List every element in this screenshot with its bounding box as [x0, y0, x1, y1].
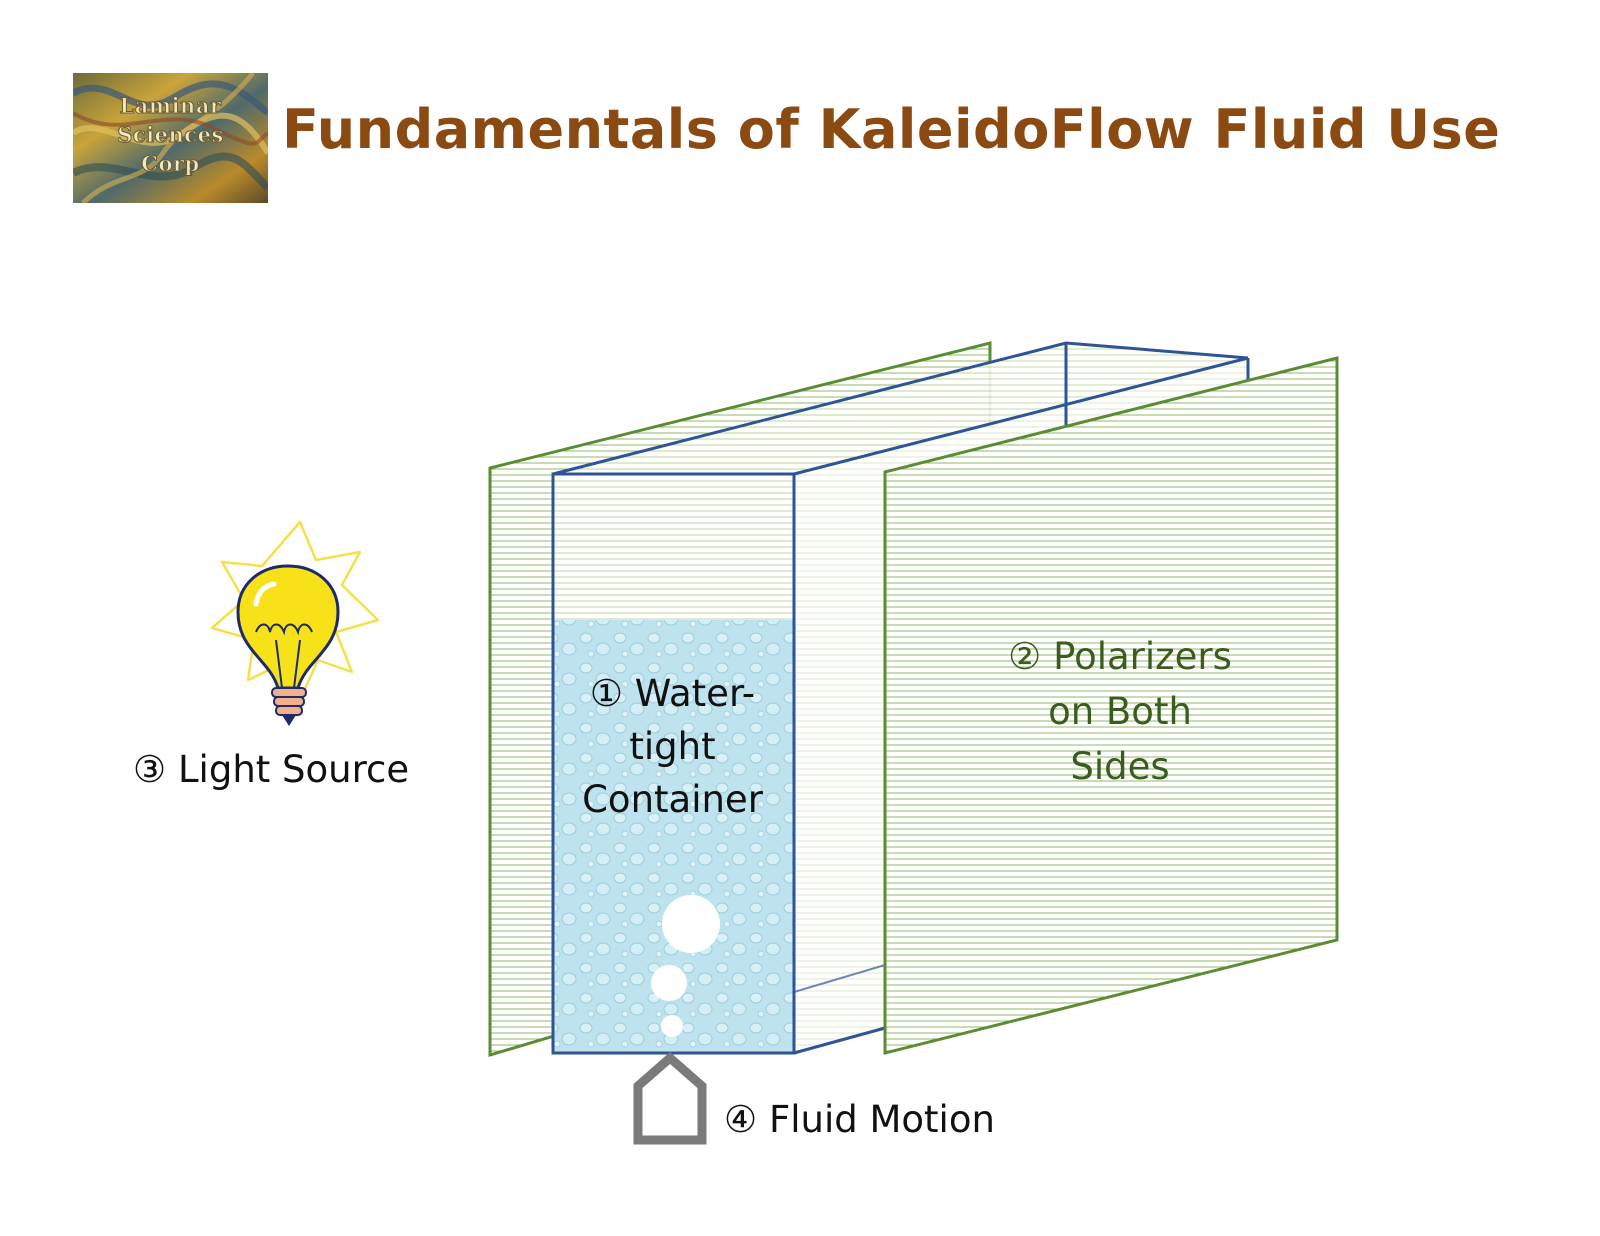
arrow-up-icon	[633, 1052, 707, 1145]
polarizers-marker: ②	[1008, 635, 1042, 678]
page-title: Fundamentals of KaleidoFlow Fluid Use	[282, 98, 1501, 161]
bubble-medium	[651, 965, 687, 1001]
container-marker: ①	[589, 672, 624, 715]
logo-image	[73, 73, 268, 203]
company-logo: Laminar Sciences Corp	[73, 73, 268, 203]
container-line-1: Water-	[634, 672, 756, 715]
container-line-2: tight	[629, 725, 716, 768]
polarizers-line-1: Polarizers	[1053, 635, 1232, 678]
polarizers-line-2: on Both	[1048, 690, 1192, 733]
light-marker: ③	[133, 748, 167, 791]
logo-line-3: Corp	[141, 151, 200, 177]
fluid-motion-label: ④ Fluid Motion	[724, 1098, 995, 1141]
motion-text: Fluid Motion	[768, 1098, 995, 1141]
light-text: Light Source	[177, 748, 410, 791]
lightbulb-icon	[210, 520, 380, 726]
bubble-large	[662, 895, 720, 953]
container-label: ① Water- tight Container	[560, 672, 785, 821]
motion-marker: ④	[724, 1098, 758, 1141]
container-line-3: Container	[582, 778, 763, 821]
light-source-label: ③ Light Source	[133, 748, 409, 791]
polarizers-label: ② Polarizers on Both Sides	[990, 635, 1250, 788]
polarizers-line-3: Sides	[1070, 745, 1170, 788]
logo-line-1: Laminar	[119, 93, 222, 119]
front-polarizer	[883, 356, 1339, 1055]
logo-line-2: Sciences	[117, 122, 224, 148]
bubble-small	[661, 1015, 683, 1037]
